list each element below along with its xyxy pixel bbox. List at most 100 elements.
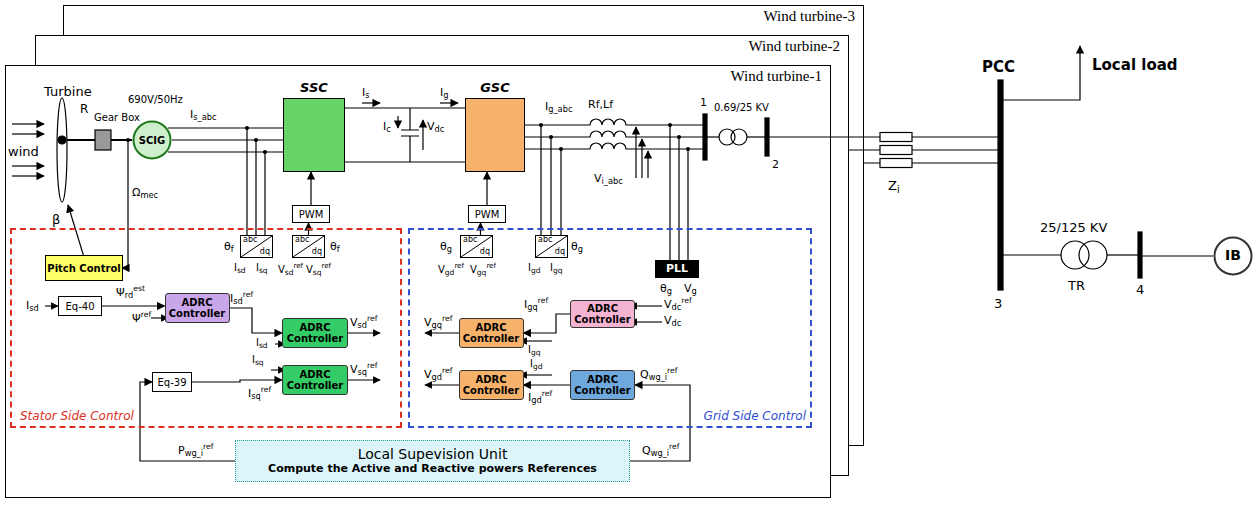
node-text: dq — [260, 248, 270, 257]
node-text: Eq-40 — [66, 301, 95, 312]
symbol-base: I — [230, 292, 233, 305]
symbol-subscript: sd — [285, 268, 294, 277]
node-text: Pitch Control — [47, 263, 120, 274]
annotation-label: 25/125 KV — [1040, 220, 1107, 236]
symbol-subscript: f — [231, 244, 234, 254]
symbol-subscript: g — [578, 244, 583, 254]
control-region: Stator Side ControlPitch Controlabcdqabc… — [10, 228, 402, 428]
pitch-control: Pitch Control — [45, 255, 123, 281]
symbol-superscript: est — [133, 284, 145, 293]
transform-block: abcdq — [535, 235, 568, 258]
annotation-label: Ωmec — [132, 186, 158, 201]
annotation-label: Vgqref — [424, 314, 452, 331]
symbol-base: θ — [440, 240, 447, 253]
annotation-label: Local load — [1092, 56, 1178, 74]
symbol-subscript: s_abc — [193, 112, 216, 122]
annotation-label: Gear Box — [94, 112, 140, 124]
signal-connector — [230, 308, 283, 333]
annotation-label: Isdref — [230, 290, 253, 307]
symbol-base: I — [528, 262, 531, 273]
symbol-subscript: dc — [672, 318, 682, 328]
symbol-base: θ — [224, 240, 231, 253]
symbol-subscript: g — [667, 286, 672, 296]
node-text: ADRC Controller — [571, 374, 634, 396]
symbol-base: V — [350, 316, 358, 329]
symbol-subscript: wg_i — [651, 448, 669, 458]
annotation-label: Qwg_iref — [640, 366, 678, 383]
node-text: ADRC Controller — [283, 369, 347, 391]
node-text: ADRC Controller — [283, 322, 347, 344]
diagonal-line — [241, 236, 272, 257]
symbol-subscript: f — [337, 244, 340, 254]
symbol-subscript: gd — [432, 372, 442, 382]
pll-box: PLL — [655, 260, 699, 278]
symbol-superscript: ref — [669, 442, 679, 451]
symbol-subscript: sd — [237, 266, 246, 275]
symbol-base: I — [256, 337, 259, 348]
node-text: PWM — [475, 209, 500, 220]
transform-block: abcdq — [460, 235, 493, 258]
symbol-subscript: g — [447, 244, 452, 254]
symbol-base: I — [528, 391, 531, 404]
transform-block: abcdq — [292, 235, 325, 258]
turbine-frames — [6, 6, 864, 498]
equation-box: Eq-40 — [58, 296, 102, 316]
node-text: SSC — [284, 81, 344, 95]
symbol-subscript: dc — [672, 302, 682, 312]
symbol-subscript: gq — [553, 266, 563, 275]
annotation-label: Turbine — [44, 84, 92, 100]
transform-block: abcdq — [240, 235, 273, 258]
signal-connector — [630, 385, 690, 461]
annotation-label: 3 — [994, 296, 1002, 312]
annotation-label: Isq — [256, 262, 268, 275]
annotation-label: TR — [1068, 278, 1085, 294]
equation-box: Eq-39 — [152, 372, 192, 392]
annotation-label: Vgqref — [470, 262, 496, 277]
signal-connector — [486, 172, 487, 205]
signal-connector — [310, 172, 311, 205]
node-text: Wind turbine-3 — [764, 8, 855, 25]
annotation-label: θg — [440, 240, 452, 255]
annotation-label: PCC — [982, 58, 1015, 76]
node-text: Compute the Active and Reactive powers R… — [268, 463, 597, 475]
symbol-superscript: ref — [442, 366, 452, 375]
annotation-label: Igqref — [524, 296, 548, 313]
diagonal-line — [536, 236, 567, 257]
symbol-base: V — [306, 264, 313, 275]
node-text: IB — [1225, 248, 1241, 263]
annotation-label: Rf,Lf — [588, 98, 613, 111]
symbol-base: θ — [571, 240, 578, 253]
annotation-label: Igq — [550, 262, 562, 275]
pwm-box: PWM — [468, 205, 506, 223]
symbol-superscript: ref — [203, 442, 213, 451]
node-text: abc — [243, 236, 257, 245]
annotation-label: Vdc — [664, 314, 681, 329]
annotation-label: Ig_abc — [545, 100, 572, 115]
node-text: Stator Side Control — [20, 410, 134, 423]
generator-circle: SCIG — [132, 120, 172, 160]
converter-box: SSC — [283, 98, 345, 172]
annotation-label: Vsqref — [350, 361, 378, 378]
annotation-label: wind — [8, 144, 39, 160]
symbol-base: θ — [330, 240, 337, 253]
symbol-subscript: sq — [251, 391, 261, 401]
symbol-base: I — [362, 86, 365, 99]
annotation-label: Vg — [684, 282, 697, 297]
symbol-subscript: gq — [527, 302, 537, 312]
symbol-subscript: gq — [432, 320, 442, 330]
adrc-controller: ADRC Controller — [570, 300, 635, 328]
signal-connector — [480, 223, 481, 235]
signal-connector — [192, 380, 282, 382]
signal-connector — [140, 382, 235, 461]
annotation-label: Ψrdest — [116, 284, 145, 301]
node-text: dq — [312, 248, 322, 257]
symbol-base: V — [350, 363, 358, 376]
annotation-label: Vdc — [427, 120, 444, 135]
annotation-label: Ψref — [132, 310, 151, 325]
symbol-superscript: ref — [322, 262, 332, 270]
annotation-label: Vi_abc — [594, 172, 623, 187]
adrc-controller: ADRC Controller — [282, 365, 348, 395]
annotation-label: Igdref — [528, 389, 552, 406]
annotation-label: Isd — [234, 262, 246, 275]
